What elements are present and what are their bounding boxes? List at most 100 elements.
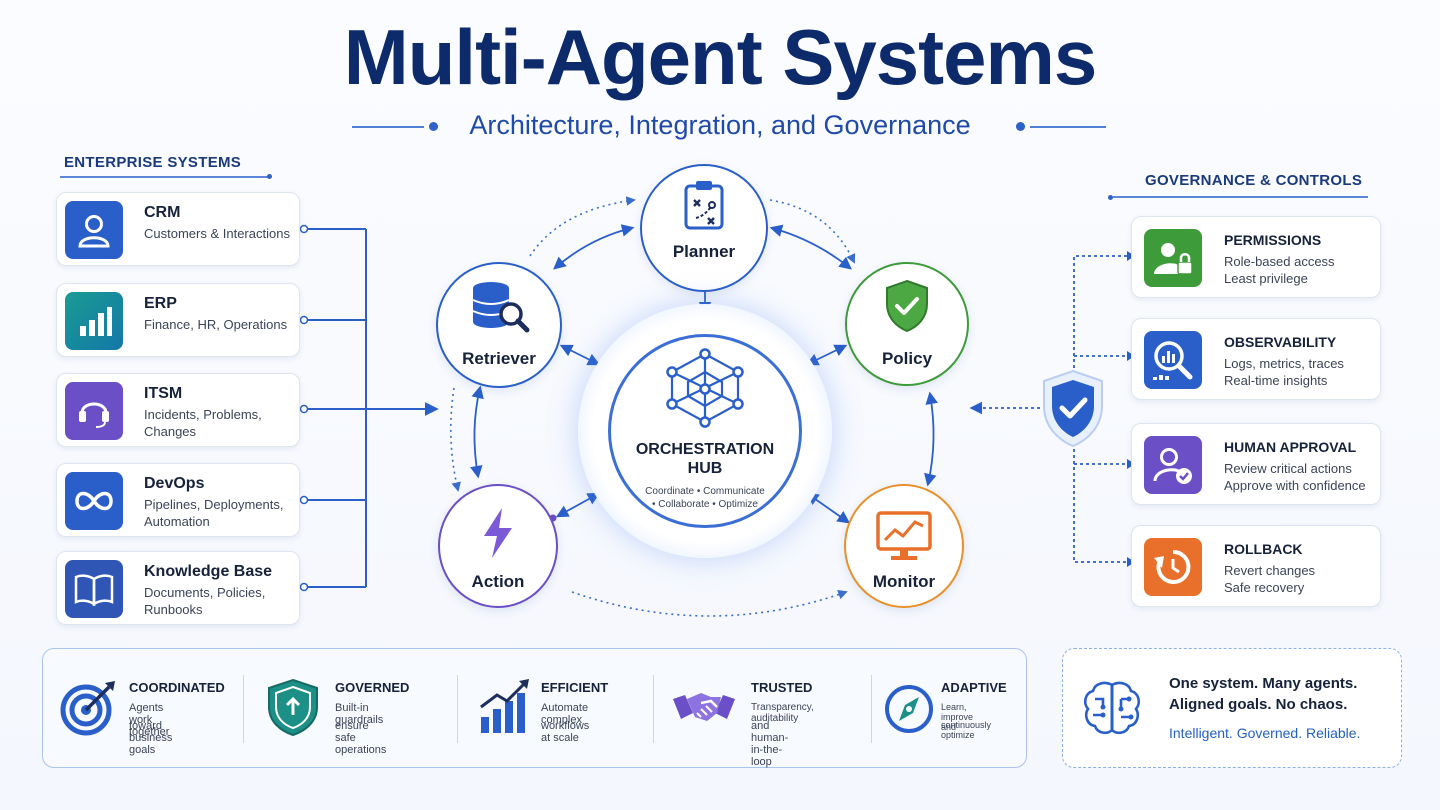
agent-label: Action xyxy=(471,572,525,591)
compass-icon xyxy=(883,677,943,737)
governance-heading: GOVERNANCE & CONTROLS xyxy=(1145,172,1363,189)
enterprise-card-crm: CRM Customers & Interactions xyxy=(56,192,300,266)
network-icon xyxy=(662,348,748,433)
orchestration-hub[interactable] xyxy=(608,334,802,528)
agent-retriever[interactable]: Retriever xyxy=(436,262,562,388)
governance-card-title: ROLLBACK xyxy=(1224,541,1303,557)
subtitle-rule-right xyxy=(1030,126,1106,128)
enterprise-heading: ENTERPRISE SYSTEMS xyxy=(64,154,242,171)
shield-icon xyxy=(265,677,325,737)
motto-line3: Intelligent. Governed. Reliable. xyxy=(1169,725,1361,741)
shield-check-icon xyxy=(883,278,931,339)
pillar-line2: and human-in-the-loop xyxy=(751,720,789,768)
pillar-divider xyxy=(871,675,872,743)
monitor-chart-icon xyxy=(875,510,933,567)
governance-card-line2: Real-time insights xyxy=(1224,373,1328,388)
bar-chart-icon xyxy=(65,292,123,350)
motto-line2: Aligned goals. No chaos. xyxy=(1169,696,1348,713)
motto-box: One system. Many agents. Aligned goals. … xyxy=(1062,648,1402,768)
brain-icon xyxy=(1081,679,1143,742)
agent-planner[interactable]: Planner xyxy=(640,164,768,292)
user-lock-icon xyxy=(1144,229,1202,287)
database-search-icon xyxy=(467,278,531,341)
enterprise-card-desc: Documents, Policies, Runbooks xyxy=(144,585,266,617)
shield-check-icon xyxy=(1038,368,1108,455)
analytics-search-icon xyxy=(1144,331,1202,389)
governance-card-rollback: ROLLBACK Revert changes Safe recovery xyxy=(1131,525,1381,607)
governance-card-line1: Role-based access xyxy=(1224,254,1335,269)
user-icon xyxy=(65,201,123,259)
subtitle-rule-left xyxy=(352,126,424,128)
governance-card-title: PERMISSIONS xyxy=(1224,232,1322,248)
rollback-icon xyxy=(1144,538,1202,596)
agent-policy[interactable]: Policy xyxy=(845,262,969,386)
pillar-divider xyxy=(457,675,458,743)
agent-monitor[interactable]: Monitor xyxy=(844,484,964,608)
pillar-line2: continuously optimize xyxy=(941,720,992,740)
page-title: Multi-Agent Systems xyxy=(343,13,1097,101)
headset-icon xyxy=(65,382,123,440)
agent-label: Monitor xyxy=(872,572,936,591)
enterprise-card-title: DevOps xyxy=(144,475,205,492)
enterprise-heading-dot xyxy=(267,174,272,179)
governance-card-line2: Least privilege xyxy=(1224,271,1308,286)
enterprise-card-knowledge-base: Knowledge Base Documents, Policies, Runb… xyxy=(56,551,300,625)
handshake-icon xyxy=(671,677,735,737)
governance-card-title: OBSERVABILITY xyxy=(1224,334,1337,350)
subtitle-dot-right xyxy=(1016,122,1025,131)
pillar-title: ADAPTIVE xyxy=(941,680,1007,695)
pillar-title: COORDINATED xyxy=(129,680,225,695)
agent-label: Retriever xyxy=(462,349,536,368)
enterprise-card-title: CRM xyxy=(144,204,181,221)
clipboard-plan-icon xyxy=(680,178,728,237)
target-icon xyxy=(59,677,119,737)
infinity-icon xyxy=(65,472,123,530)
pillar-line1: Built-in guardrails xyxy=(335,702,384,726)
hub-title-line2: HUB xyxy=(687,460,723,477)
hub-sub-line2: • Collaborate • Optimize xyxy=(652,499,758,510)
governance-card-permissions: PERMISSIONS Role-based access Least priv… xyxy=(1131,216,1381,298)
subtitle-dot-left xyxy=(429,122,438,131)
pillar-line2: toward business goals xyxy=(129,720,173,756)
user-check-icon xyxy=(1144,436,1202,494)
page-subtitle: Architecture, Integration, and Governanc… xyxy=(469,110,971,140)
lightning-icon xyxy=(478,506,518,565)
pillar-line1: Agents work together xyxy=(129,702,170,738)
hub-title-line1: ORCHESTRATION xyxy=(635,441,775,458)
agent-label: Planner xyxy=(672,242,736,261)
agent-action[interactable]: Action xyxy=(438,484,558,608)
governance-card-title: HUMAN APPROVAL xyxy=(1224,439,1357,455)
enterprise-card-title: ERP xyxy=(144,295,177,312)
enterprise-card-itsm: ITSM Incidents, Problems, Changes xyxy=(56,373,300,447)
governance-heading-dot xyxy=(1108,195,1113,200)
enterprise-heading-rule xyxy=(60,176,268,178)
pillar-line1: Learn, improve and xyxy=(941,702,974,732)
enterprise-card-desc: Incidents, Problems, Changes xyxy=(144,407,262,439)
governance-card-line2: Safe recovery xyxy=(1224,580,1305,595)
pillar-divider xyxy=(243,675,244,743)
agent-label: Policy xyxy=(881,349,933,368)
motto-line1: One system. Many agents. xyxy=(1169,675,1358,692)
pillar-title: GOVERNED xyxy=(335,680,410,695)
enterprise-card-title: ITSM xyxy=(144,385,183,402)
pillar-title: EFFICIENT xyxy=(541,680,609,695)
principles-band: COORDINATED Agents work together toward … xyxy=(42,648,1027,768)
hub-sub-line1: Coordinate • Communicate xyxy=(645,486,765,497)
pillar-line2: workflows at scale xyxy=(541,720,590,744)
governance-card-line2: Approve with confidence xyxy=(1224,478,1366,493)
governance-card-observability: OBSERVABILITY Logs, metrics, traces Real… xyxy=(1131,318,1381,400)
pillar-divider xyxy=(653,675,654,743)
enterprise-card-devops: DevOps Pipelines, Deployments, Automatio… xyxy=(56,463,300,537)
pillar-title: TRUSTED xyxy=(751,680,813,695)
governance-card-human-approval: HUMAN APPROVAL Review critical actions A… xyxy=(1131,423,1381,505)
enterprise-card-desc: Finance, HR, Operations xyxy=(144,317,288,332)
enterprise-card-erp: ERP Finance, HR, Operations xyxy=(56,283,300,357)
pillar-line1: Transparency, auditability xyxy=(751,702,814,724)
enterprise-card-desc: Customers & Interactions xyxy=(144,226,290,241)
growth-chart-icon xyxy=(477,677,537,737)
enterprise-card-desc: Pipelines, Deployments, Automation xyxy=(144,497,284,529)
governance-card-line1: Logs, metrics, traces xyxy=(1224,356,1344,371)
governance-card-line1: Revert changes xyxy=(1224,563,1316,578)
pillar-line1: Automate complex xyxy=(541,702,589,726)
